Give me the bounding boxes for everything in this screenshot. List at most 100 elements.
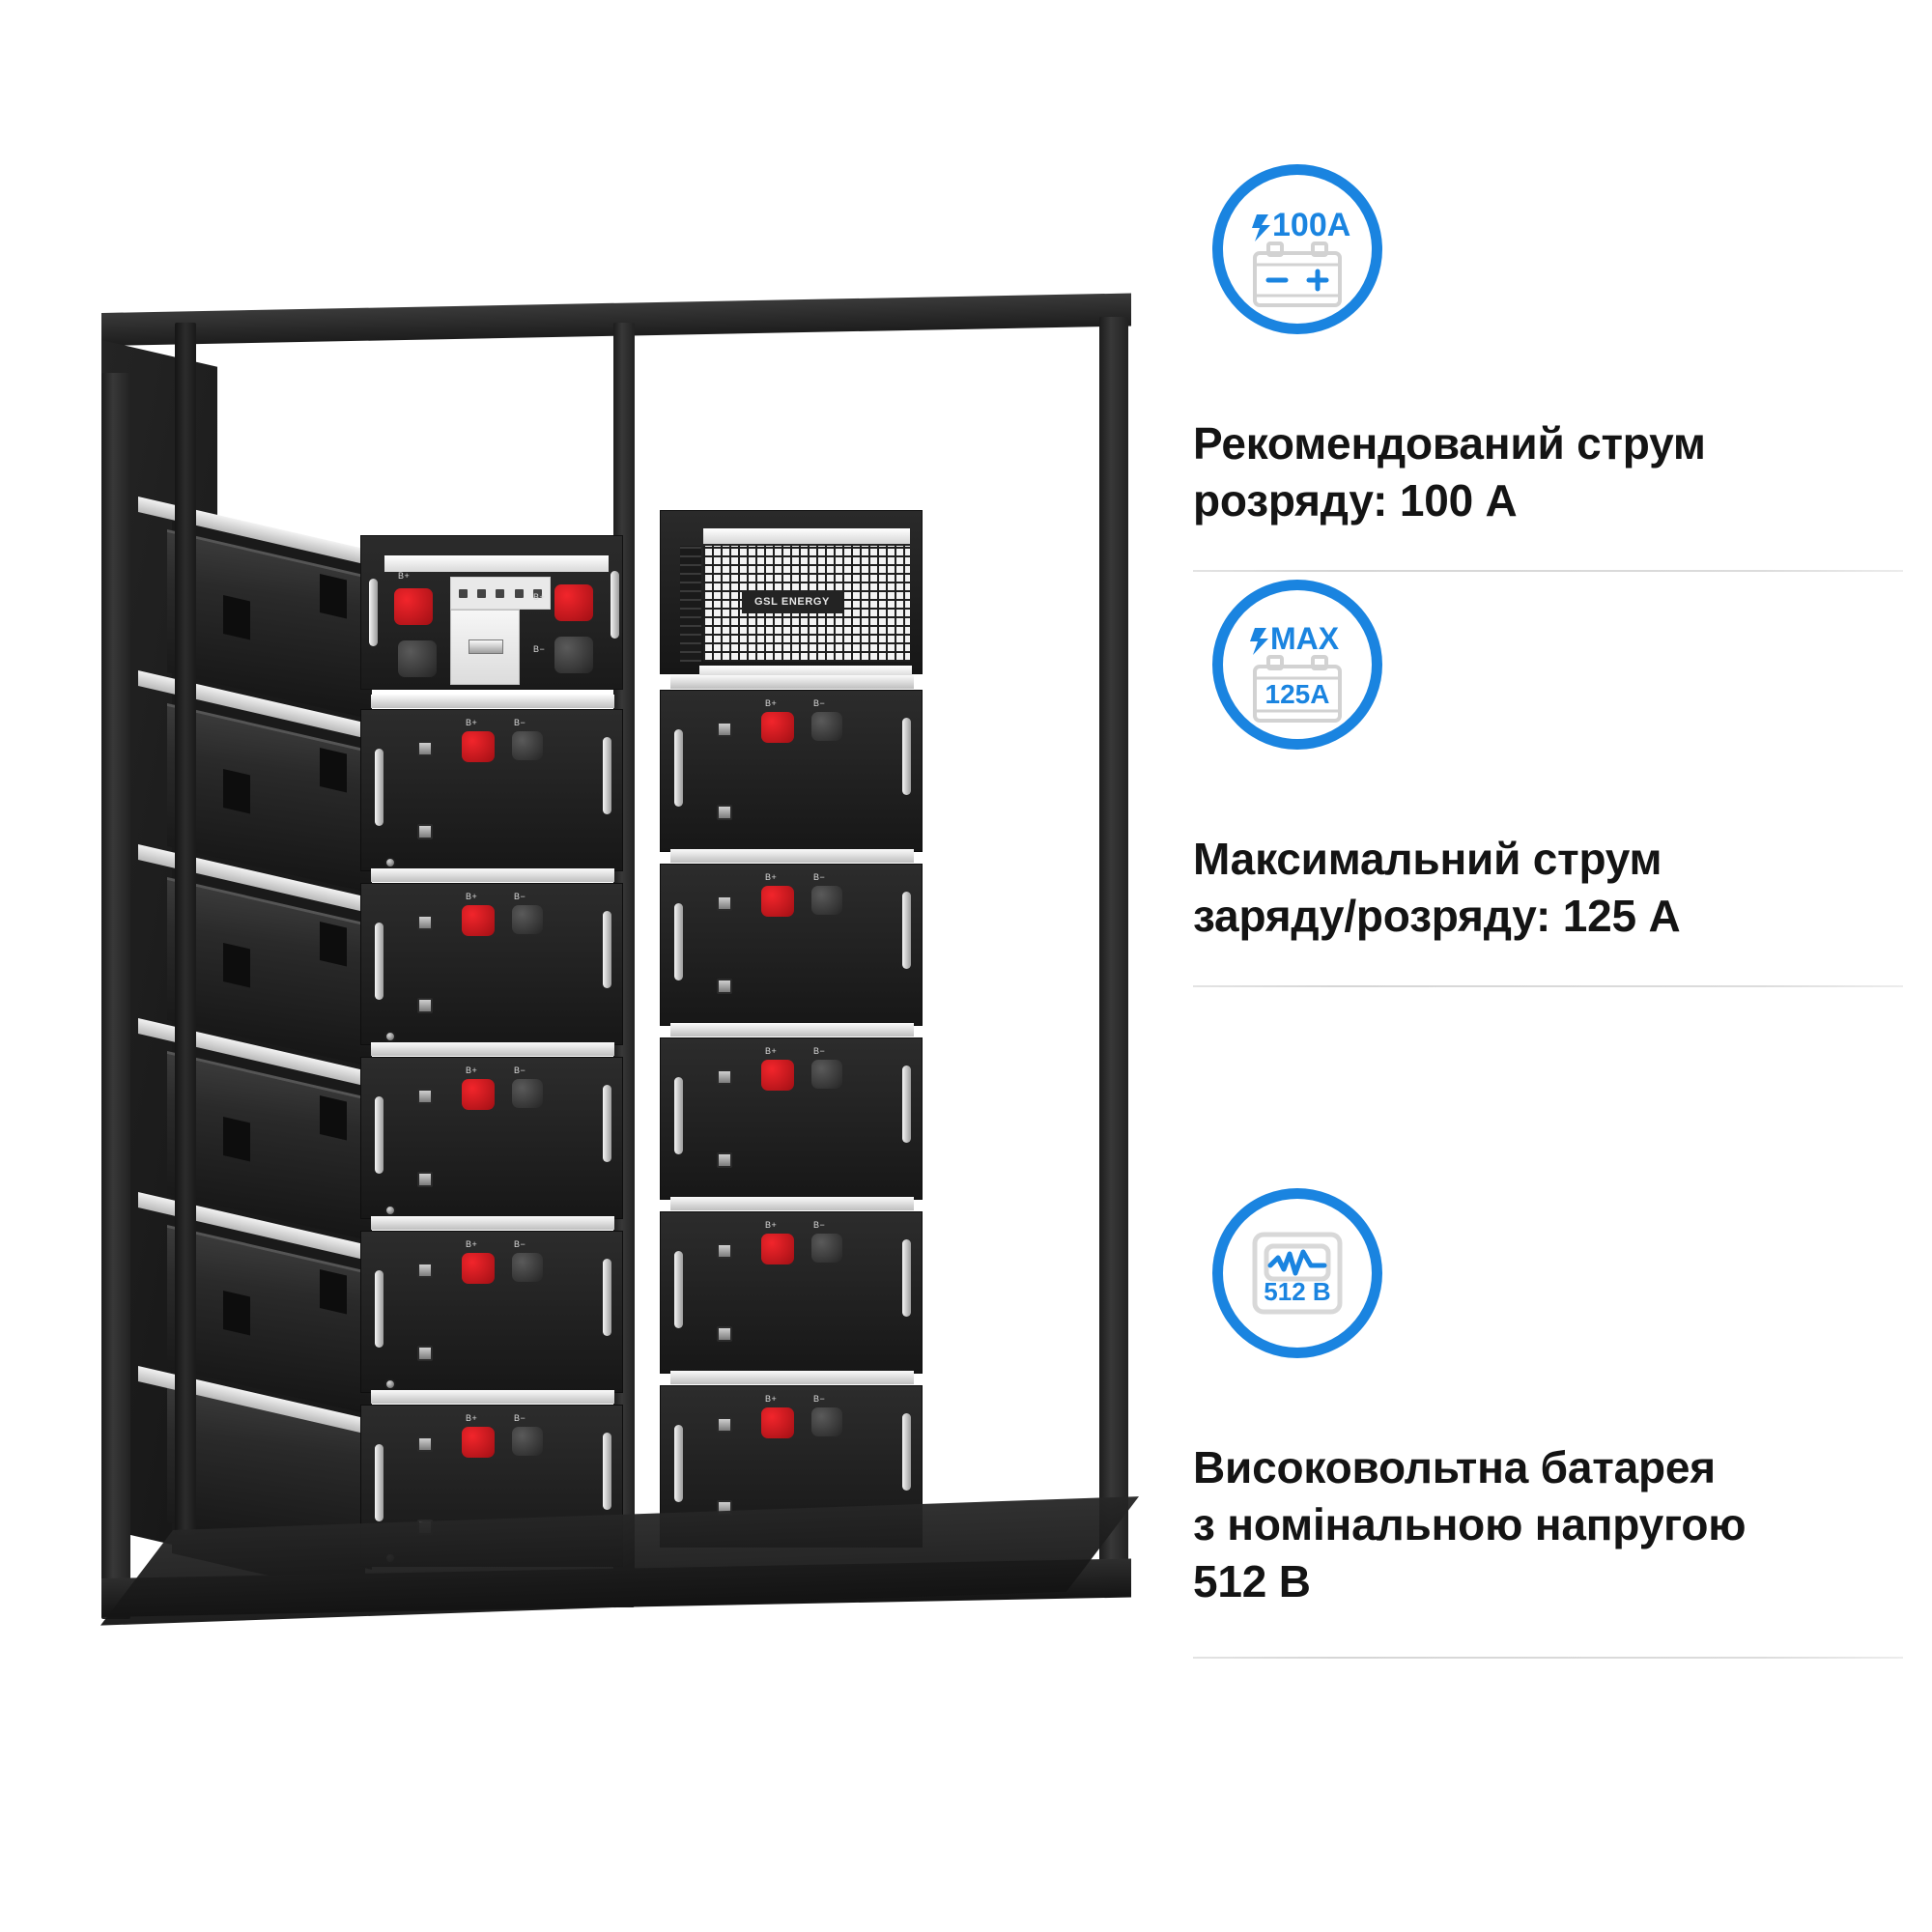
- comm-port[interactable]: [717, 1243, 732, 1259]
- communication-ports[interactable]: [450, 577, 551, 610]
- terminal-negative[interactable]: [811, 886, 842, 915]
- module-top-rail: [670, 1023, 914, 1037]
- module-handle[interactable]: [603, 1259, 611, 1336]
- terminal-positive[interactable]: [462, 1079, 495, 1110]
- module-handle[interactable]: [375, 923, 384, 1000]
- terminal-positive[interactable]: [462, 731, 495, 762]
- comm-port[interactable]: [717, 722, 732, 737]
- module-handle[interactable]: [375, 749, 384, 826]
- comm-port[interactable]: [417, 915, 433, 930]
- module-handle[interactable]: [674, 729, 683, 807]
- terminal-label-positive: B+: [466, 718, 478, 727]
- terminal-positive[interactable]: [761, 1234, 794, 1264]
- comm-port[interactable]: [417, 1089, 433, 1104]
- module-handle[interactable]: [902, 1239, 911, 1317]
- brand-logo-text: GSL ENERGY: [754, 596, 830, 608]
- module-handle[interactable]: [674, 1425, 683, 1502]
- module-handle[interactable]: [902, 718, 911, 795]
- battery-module[interactable]: B+ B−: [660, 1023, 923, 1200]
- ventilation-module: GSL ENERGY: [660, 510, 923, 679]
- terminal-positive[interactable]: [761, 1407, 794, 1438]
- comm-port[interactable]: [717, 1326, 732, 1342]
- battery-module[interactable]: B+ B−: [360, 1216, 623, 1393]
- battery-max-125a-icon: MAX 125A: [1212, 580, 1382, 750]
- module-handle[interactable]: [375, 1270, 384, 1348]
- terminal-label-positive: B+: [765, 1394, 778, 1404]
- module-handle[interactable]: [611, 571, 619, 639]
- terminal-negative[interactable]: [554, 637, 593, 673]
- terminal-positive[interactable]: [462, 905, 495, 936]
- brand-logo-plate: GSL ENERGY: [742, 590, 842, 613]
- voltage-monitor-512v-icon: 512 В: [1212, 1188, 1382, 1358]
- comm-port[interactable]: [417, 1172, 433, 1187]
- comm-port[interactable]: [417, 1263, 433, 1278]
- terminal-negative[interactable]: [811, 1060, 842, 1089]
- module-handle[interactable]: [375, 1096, 384, 1174]
- comm-port[interactable]: [417, 1346, 433, 1361]
- terminal-positive[interactable]: [761, 712, 794, 743]
- terminal-positive[interactable]: [394, 588, 433, 625]
- comm-port[interactable]: [717, 979, 732, 994]
- feature-icon-wrap: MAX 125A: [1212, 580, 1396, 763]
- feature-icon-wrap: 100A: [1212, 164, 1396, 348]
- rack-frame: B+ B+ B− GSL ENERGY: [80, 293, 1145, 1658]
- module-handle[interactable]: [369, 579, 378, 646]
- terminal-label-positive: B+: [765, 1046, 778, 1056]
- feature-icon-wrap: 512 В: [1212, 1188, 1396, 1372]
- terminal-label-negative: B−: [813, 1220, 826, 1230]
- terminal-negative[interactable]: [512, 905, 543, 934]
- comm-port[interactable]: [717, 895, 732, 911]
- terminal-positive[interactable]: [761, 886, 794, 917]
- terminal-negative[interactable]: [512, 1427, 543, 1456]
- battery-module[interactable]: B+ B−: [360, 695, 623, 871]
- terminal-negative[interactable]: [512, 731, 543, 760]
- feature-text: Рекомендований струм розряду: 100 А: [1193, 418, 1706, 526]
- module-handle[interactable]: [902, 1413, 911, 1491]
- module-handle[interactable]: [902, 1065, 911, 1143]
- feature-divider: [1193, 1657, 1903, 1659]
- port-icon: [532, 588, 542, 598]
- terminal-negative[interactable]: [512, 1079, 543, 1108]
- terminal-positive[interactable]: [462, 1253, 495, 1284]
- comm-port[interactable]: [717, 1152, 732, 1168]
- battery-module[interactable]: B+ B−: [660, 1197, 923, 1374]
- module-handle[interactable]: [674, 1251, 683, 1328]
- terminal-negative[interactable]: [398, 640, 437, 677]
- rack-post: [175, 323, 196, 1535]
- comm-port[interactable]: [417, 998, 433, 1013]
- module-handle[interactable]: [603, 1085, 611, 1162]
- module-handle[interactable]: [375, 1444, 384, 1521]
- comm-port[interactable]: [717, 805, 732, 820]
- module-light-strip: [384, 555, 609, 572]
- module-handle[interactable]: [902, 892, 911, 969]
- terminal-positive[interactable]: [462, 1427, 495, 1458]
- module-handle[interactable]: [603, 737, 611, 814]
- comm-port[interactable]: [717, 1417, 732, 1433]
- module-top-rail: [371, 1390, 614, 1404]
- terminal-negative[interactable]: [811, 1407, 842, 1436]
- comm-port[interactable]: [417, 824, 433, 839]
- terminal-negative[interactable]: [811, 1234, 842, 1263]
- battery-module[interactable]: B+ B−: [660, 849, 923, 1026]
- terminal-negative[interactable]: [512, 1253, 543, 1282]
- comm-port[interactable]: [417, 741, 433, 756]
- vent-mesh-grille: [703, 546, 910, 662]
- battery-module[interactable]: B+ B−: [660, 675, 923, 852]
- breaker-lever-icon[interactable]: [469, 639, 503, 654]
- battery-module[interactable]: B+ B−: [360, 868, 623, 1045]
- module-handle[interactable]: [674, 1077, 683, 1154]
- circuit-breaker[interactable]: [450, 610, 520, 685]
- terminal-positive[interactable]: [761, 1060, 794, 1091]
- module-handle[interactable]: [603, 911, 611, 988]
- comm-port[interactable]: [417, 1436, 433, 1452]
- terminal-label-negative: B−: [514, 1413, 526, 1423]
- battery-module[interactable]: B+ B−: [360, 1042, 623, 1219]
- module-screw-icon: [384, 1031, 396, 1042]
- terminal-positive[interactable]: [554, 584, 593, 621]
- comm-port[interactable]: [717, 1069, 732, 1085]
- module-handle[interactable]: [603, 1433, 611, 1510]
- module-handle[interactable]: [674, 903, 683, 980]
- terminal-negative[interactable]: [811, 712, 842, 741]
- rack-notch: [223, 769, 250, 814]
- controller-module[interactable]: B+ B+ B−: [360, 535, 623, 690]
